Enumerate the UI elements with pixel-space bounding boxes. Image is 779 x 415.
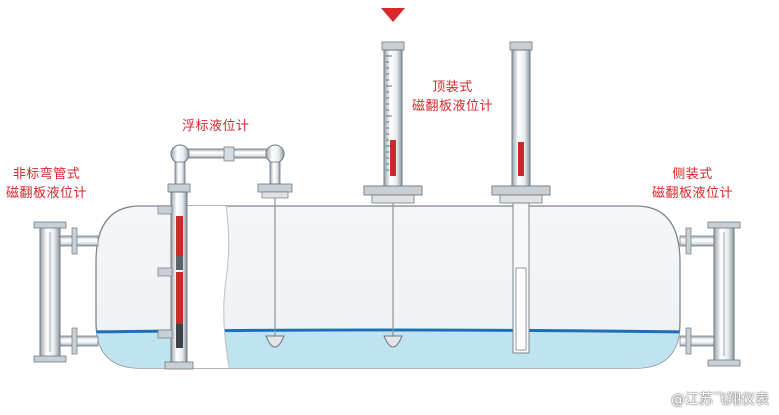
label-side-mounted-line1: 侧装式 [672,167,713,182]
label-top-mounted-line2: 磁翻板液位计 [412,99,494,114]
top-mounted-level-gauge [363,41,423,348]
top-mounted-level-gauge-2 [491,41,551,354]
cutaway-band [177,206,231,368]
label-float-gauge: 浮标液位计 [182,117,250,136]
label-bent-pipe-line2: 磁翻板液位计 [6,186,88,201]
label-top-mounted-gauge: 顶装式 磁翻板液位计 [412,78,493,116]
tank-vessel [95,205,681,369]
bent-pipe-level-gauge [33,221,99,363]
label-side-mounted-gauge: 侧装式 磁翻板液位计 [652,165,733,203]
side-mounted-level-gauge [679,221,741,367]
label-side-mounted-line2: 磁翻板液位计 [652,186,734,201]
down-triangle-icon [381,8,405,22]
float-level-gauge [157,144,293,370]
label-top-mounted-line1: 顶装式 [432,80,473,95]
label-bent-pipe-gauge: 非标弯管式 磁翻板液位计 [6,165,87,203]
label-bent-pipe-line1: 非标弯管式 [12,167,81,182]
watermark: @江苏飞翔仪表 [671,392,769,408]
label-float-line: 浮标液位计 [182,119,250,134]
